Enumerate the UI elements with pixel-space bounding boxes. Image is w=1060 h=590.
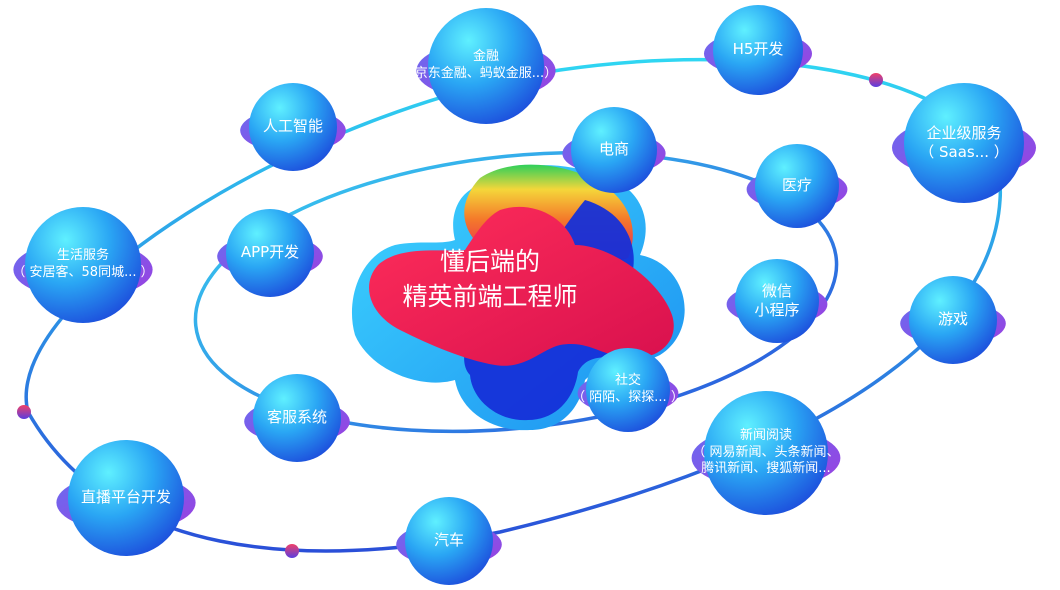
planet-youxi — [900, 276, 1006, 364]
planet-body — [755, 144, 839, 228]
center-title: 懂后端的 精英前端工程师 — [365, 244, 615, 314]
orbit-dot — [869, 73, 883, 87]
planet-body — [249, 83, 337, 171]
planet-body — [571, 107, 657, 193]
planet-body — [909, 276, 997, 364]
planet-jinrong — [416, 8, 556, 124]
planet-shenghuo — [13, 207, 153, 323]
planet-zhibo — [56, 440, 196, 556]
center-title-line-1: 懂后端的 — [439, 247, 540, 276]
planet-body — [226, 209, 314, 297]
planet-xinwen — [691, 391, 841, 515]
planet-body — [713, 5, 803, 95]
planet-body — [253, 374, 341, 462]
planet-kefu — [244, 374, 350, 462]
orbit-dot — [285, 544, 299, 558]
planet-body — [904, 83, 1024, 203]
planet-rengong — [240, 83, 346, 171]
planet-qiche — [396, 497, 502, 585]
planet-app — [217, 209, 323, 297]
planet-body — [428, 8, 544, 124]
orbit-dot — [17, 405, 31, 419]
planet-body — [25, 207, 141, 323]
planet-yiliao — [746, 144, 848, 228]
planet-qiye — [892, 83, 1036, 203]
planet-body — [704, 391, 828, 515]
planet-body — [68, 440, 184, 556]
planet-shejiao — [577, 348, 679, 432]
planet-weixin — [726, 259, 828, 343]
planet-dianshang — [562, 107, 666, 193]
planets-layer — [13, 5, 1036, 585]
planet-h5 — [704, 5, 812, 95]
planet-body — [586, 348, 670, 432]
center-title-line-2: 精英前端工程师 — [402, 282, 578, 311]
planet-body — [405, 497, 493, 585]
planet-body — [735, 259, 819, 343]
